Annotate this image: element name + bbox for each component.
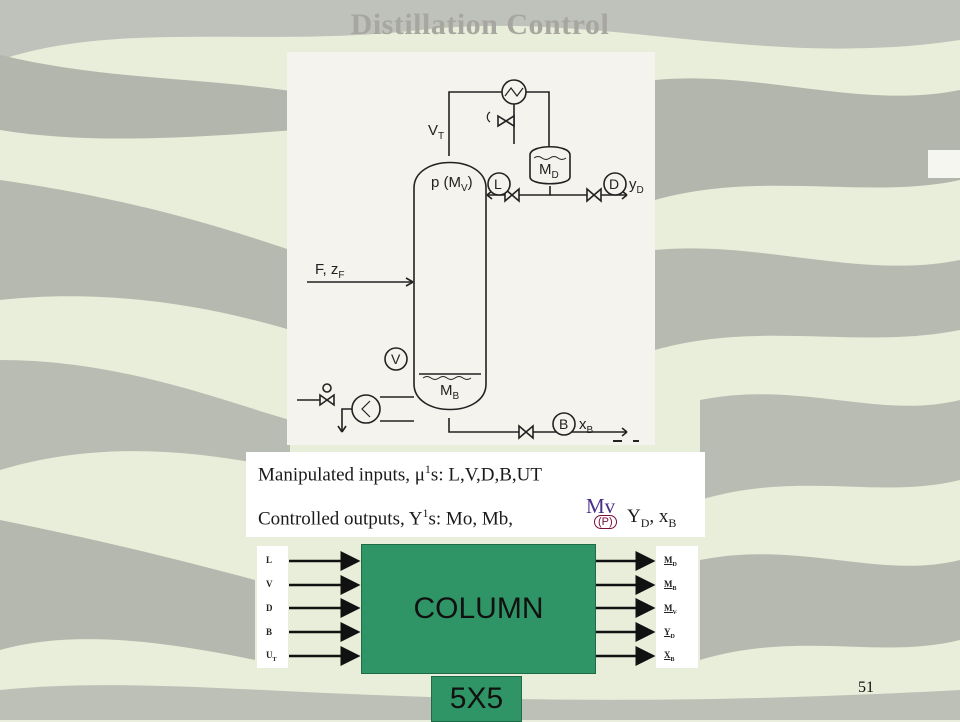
system-size-box: 5X5 (431, 676, 522, 722)
outputs-sup: 1 (422, 506, 429, 520)
output-label-xb: XB (664, 650, 675, 663)
controlled-outputs-tail: YD, xB (627, 506, 677, 530)
label-reflux: L (494, 176, 502, 192)
inputs-sup: 1 (424, 462, 431, 476)
output-labels-column: MD MB MV YD XB (656, 546, 698, 668)
input-label-ut: UT (266, 650, 277, 663)
schematic-drawing: VT p (MV) MD L D yD F, zF V MB B xB (297, 79, 644, 442)
coolant-valve (497, 114, 515, 128)
label-bottoms-comp: xB (579, 416, 594, 436)
input-label-v: V (266, 579, 273, 589)
column-shell (413, 161, 487, 411)
label-boilup: V (391, 351, 401, 367)
inputs-rest: s: L,V,D,B,UT (430, 464, 542, 486)
mv-annotation: Mv (586, 494, 616, 518)
output-label-md: MD (664, 555, 677, 568)
outputs-rest: s: Mo, Mb, (428, 508, 513, 530)
output-label-mv: MV (664, 603, 677, 616)
io-summary-box: Manipulated inputs, μ1s: L,V,D,B,UT Cont… (246, 452, 705, 537)
reflux-valve (504, 187, 520, 203)
manipulated-inputs-line: Manipulated inputs, μ1s: L,V,D,B,UT (258, 462, 542, 486)
label-drum: MD (539, 161, 559, 181)
boilup-controller (384, 347, 408, 371)
output-label-yd: YD (664, 627, 675, 640)
reflux-drum (529, 145, 571, 185)
bottoms-valve (518, 424, 534, 440)
distillate-valve (586, 187, 602, 203)
reflux-controller (487, 172, 511, 196)
overhead-vapor-line (448, 91, 502, 156)
column-block: COLUMN (361, 544, 596, 674)
distillation-schematic: VT p (MV) MD L D yD F, zF V MB B xB (287, 52, 655, 445)
page-number: 51 (858, 679, 874, 696)
outputs-text: Controlled outputs, Y (258, 508, 423, 530)
inputs-text: Manipulated inputs, μ (258, 464, 425, 486)
label-pressure: p (MV) (431, 174, 473, 194)
input-labels-column: L V D B UT (257, 546, 288, 668)
bottoms-controller (552, 412, 576, 436)
steam-valve (319, 393, 335, 407)
system-size-label: 5X5 (449, 682, 504, 715)
slide-title: Distillation Control (350, 8, 610, 41)
input-label-l: L (266, 555, 273, 565)
label-distillate-comp: yD (629, 176, 644, 196)
label-distillate: D (609, 176, 619, 192)
label-vapor-top: VT (428, 122, 444, 142)
controlled-outputs-line: Controlled outputs, Y1s: Mo, Mb, (258, 506, 513, 530)
column-block-label: COLUMN (413, 592, 544, 625)
input-label-b: B (266, 627, 273, 637)
input-label-d: D (266, 603, 273, 613)
p-annotation: (P) (594, 515, 617, 529)
label-bottoms: B (559, 416, 568, 432)
label-feed: F, zF (315, 261, 344, 281)
label-bottoms-holdup: MB (440, 382, 460, 402)
distillate-controller (603, 172, 627, 196)
output-label-mb: MB (664, 579, 677, 592)
